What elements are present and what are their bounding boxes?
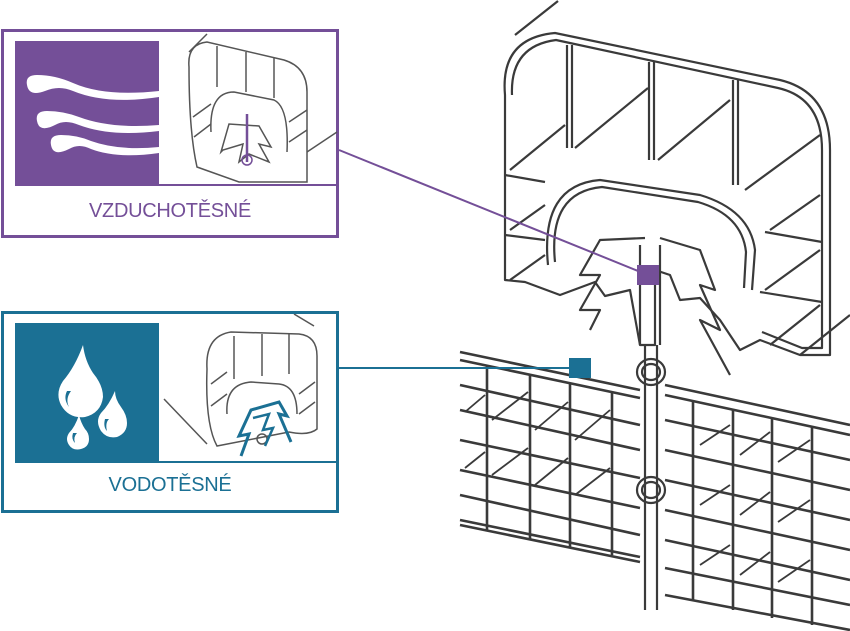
profile-thumbnail-drawing [188,33,338,183]
air-flow-icon [26,75,159,156]
airtight-icon-box [15,41,159,186]
watertight-profile-thumbnail [159,313,339,463]
profile-thumbnail-drawing [163,313,318,457]
watertight-icon-box [15,323,159,463]
airtight-leader-line [338,149,649,276]
water-drops-icon [58,345,127,450]
watertight-marker [569,358,591,378]
watertight-panel: VODOTĚSNÉ [1,311,339,513]
watertight-label: VODOTĚSNÉ [108,474,232,496]
airtight-label: VZDUCHOTĚSNÉ [89,200,251,222]
airtight-profile-thumbnail [159,32,339,186]
upper-profile-outer [503,31,832,357]
airtight-panel: VZDUCHOTĚSNÉ [1,29,339,238]
airtight-marker [637,265,659,285]
